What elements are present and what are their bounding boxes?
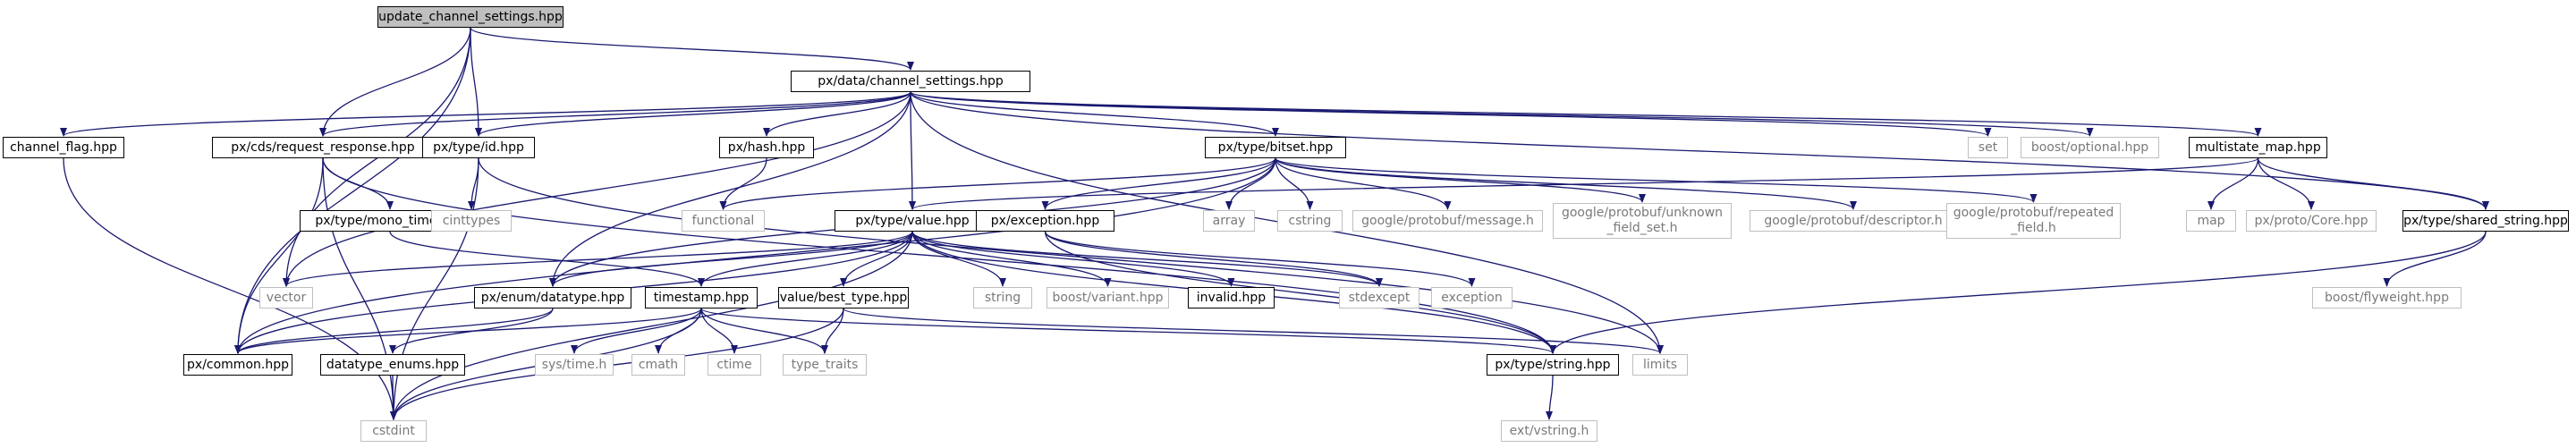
- edge-value-to-bvariant: [911, 231, 1112, 287]
- graph-node-cstdint: cstdint: [360, 420, 427, 442]
- edge-value-to-invalid: [911, 231, 1235, 287]
- graph-node-chflag[interactable]: channel_flag.hpp: [3, 137, 124, 158]
- graph-node-chset[interactable]: px/data/channel_settings.hpp: [791, 71, 1030, 92]
- edge-chset-to-datatype: [549, 91, 911, 287]
- edge-chset-to-msmap: [910, 91, 2261, 137]
- edge-value-to-besttype: [840, 231, 913, 287]
- edge-timestamp-to-systime: [571, 308, 702, 354]
- graph-node-root[interactable]: update_channel_settings.hpp: [377, 6, 564, 28]
- edge-bitset-to-gpunk: [1275, 157, 1646, 203]
- edge-sstr-to-bfly: [2383, 231, 2487, 287]
- graph-node-stdexcept: stdexcept: [1339, 287, 1419, 309]
- edge-bitset-to-functional: [719, 157, 1276, 210]
- graph-node-hash[interactable]: px/hash.hpp: [719, 137, 814, 158]
- graph-node-limits: limits: [1632, 354, 1688, 376]
- edge-chset-to-bitset: [910, 91, 1279, 137]
- graph-node-map: map: [2186, 210, 2236, 232]
- graph-node-cstring: cstring: [1277, 210, 1343, 232]
- edge-chset-to-value: [908, 91, 916, 210]
- edge-value-to-stdexcept: [911, 231, 1383, 287]
- edge-typeid-to-limits: [478, 157, 1664, 354]
- edge-value-to-vector: [283, 231, 913, 287]
- graph-node-pxstring[interactable]: px/type/string.hpp: [1487, 354, 1619, 376]
- edge-bitset-to-cstring: [1275, 157, 1314, 210]
- edge-besttype-to-cstdint: [390, 308, 844, 420]
- graph-node-gpunk: google/protobuf/unknown _field_set.h: [1553, 203, 1732, 239]
- graph-node-vstring: ext/vstring.h: [1501, 420, 1597, 442]
- edge-reqresp-to-common: [234, 157, 324, 354]
- graph-node-dtenums[interactable]: datatype_enums.hpp: [320, 354, 465, 376]
- graph-node-gpmsg: google/protobuf/message.h: [1352, 210, 1543, 232]
- edge-exception-to-stdexcept: [1044, 231, 1383, 287]
- graph-node-typetraits: type_traits: [783, 354, 867, 376]
- edge-chset-to-typeid: [475, 91, 911, 137]
- graph-node-typeid[interactable]: px/type/id.hpp: [422, 137, 535, 158]
- edge-chset-to-hash: [763, 91, 911, 137]
- edge-timestamp-to-pxstring: [700, 308, 1556, 354]
- graph-node-reqresp[interactable]: px/cds/request_response.hpp: [212, 137, 434, 158]
- edge-msmap-to-value: [909, 157, 2259, 210]
- edge-msmap-to-map: [2207, 157, 2259, 210]
- graph-node-besttype[interactable]: value/best_type.hpp: [778, 287, 909, 309]
- graph-node-excstd: exception: [1431, 287, 1513, 309]
- graph-node-datatype[interactable]: px/enum/datatype.hpp: [474, 287, 631, 309]
- edge-besttype-to-typetraits: [821, 308, 844, 354]
- edge-bitset-to-gpmsg: [1275, 157, 1452, 210]
- graph-node-array: array: [1203, 210, 1255, 232]
- graph-node-bitset[interactable]: px/type/bitset.hpp: [1205, 137, 1346, 158]
- graph-node-ctime: ctime: [708, 354, 761, 376]
- graph-node-pxcore: px/proto/Core.hpp: [2246, 210, 2377, 232]
- edge-chset-to-reqresp: [319, 91, 911, 137]
- edge-bitset-to-exception: [1041, 157, 1276, 210]
- edge-chset-to-chflag: [60, 91, 911, 137]
- edge-timestamp-to-common: [234, 308, 702, 354]
- edge-reqresp-to-pxstring: [322, 157, 1556, 354]
- graph-node-set: set: [1968, 137, 2008, 158]
- edge-value-to-datatype: [549, 231, 913, 287]
- edge-timestamp-to-typetraits: [700, 308, 828, 354]
- edge-monotime-to-timestamp: [389, 231, 705, 287]
- edge-timestamp-to-ctime: [700, 308, 738, 354]
- edge-root-to-chset: [470, 27, 914, 71]
- edge-dtenums-to-cstdint: [389, 375, 397, 420]
- edge-exception-to-pxstring: [1044, 231, 1556, 354]
- graph-node-common[interactable]: px/common.hpp: [183, 354, 292, 376]
- graph-node-systime: sys/time.h: [535, 354, 614, 376]
- graph-node-bopt: boost/optional.hpp: [2021, 137, 2159, 158]
- graph-node-bvariant: boost/variant.hpp: [1046, 287, 1169, 309]
- graph-node-string: string: [973, 287, 1032, 309]
- edge-msmap-to-sstr: [2257, 157, 2489, 210]
- graph-node-functional: functional: [682, 210, 765, 232]
- graph-node-cmath: cmath: [631, 354, 685, 376]
- graph-node-gpdesc: google/protobuf/descriptor.h: [1750, 210, 1957, 232]
- graph-node-bfly: boost/flyweight.hpp: [2312, 287, 2462, 309]
- edge-value-to-string: [911, 231, 1006, 287]
- graph-node-exception[interactable]: px/exception.hpp: [976, 210, 1114, 232]
- edge-value-to-timestamp: [698, 231, 913, 287]
- edge-chset-to-vector: [283, 91, 911, 287]
- graph-node-msmap[interactable]: multistate_map.hpp: [2189, 137, 2327, 158]
- graph-node-vector: vector: [259, 287, 313, 309]
- graph-node-cinttypes: cinttypes: [431, 210, 512, 232]
- edge-exception-to-excstd: [1044, 231, 1476, 287]
- edge-value-to-cstdint: [390, 231, 913, 420]
- edge-bitset-to-gprep: [1275, 157, 2038, 203]
- edge-pxstring-to-vstring: [1546, 375, 1554, 420]
- edge-root-to-common: [234, 27, 471, 354]
- edge-datatype-to-common: [234, 308, 554, 354]
- graph-node-gprep: google/protobuf/repeated _field.h: [1946, 203, 2121, 239]
- edge-besttype-to-limits: [843, 308, 1664, 354]
- graph-node-invalid[interactable]: invalid.hpp: [1188, 287, 1275, 309]
- graph-node-timestamp[interactable]: timestamp.hpp: [645, 287, 758, 309]
- edge-bitset-to-common: [234, 157, 1276, 354]
- edge-chset-to-bopt: [910, 91, 2094, 137]
- edge-sstr-to-pxstring: [1549, 231, 2487, 354]
- graph-node-sstr[interactable]: px/type/shared_string.hpp: [2402, 210, 2569, 232]
- graph-node-value[interactable]: px/type/value.hpp: [835, 210, 990, 232]
- edge-msmap-to-pxcore: [2257, 157, 2315, 210]
- edge-root-to-reqresp: [319, 27, 471, 137]
